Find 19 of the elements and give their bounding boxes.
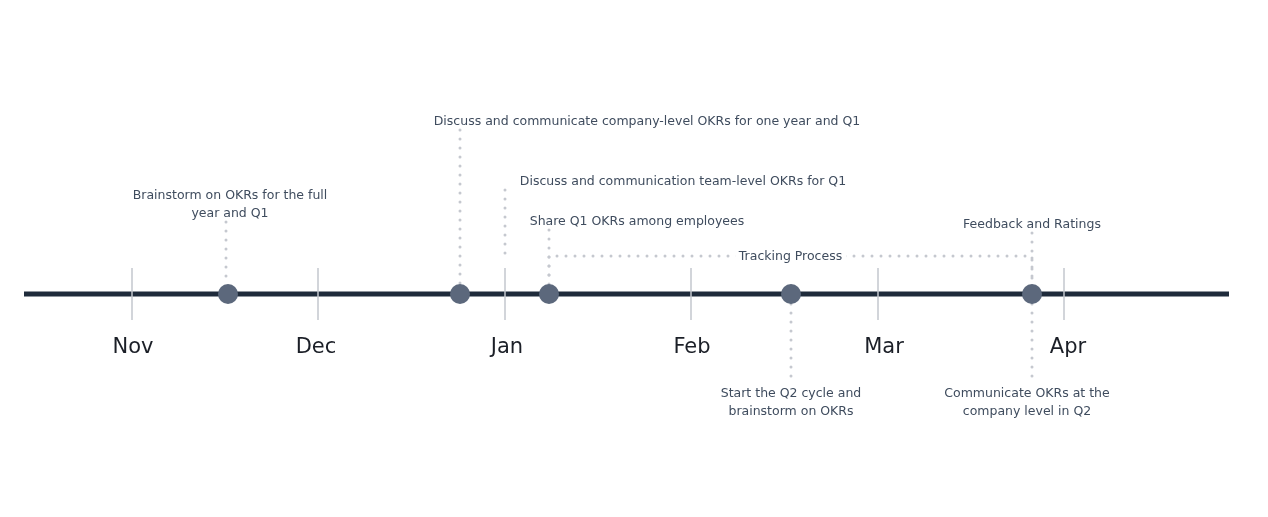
month-label: Feb	[673, 334, 711, 358]
milestone-text: Start the Q2 cycle and brainstorm on OKRs	[711, 384, 871, 420]
milestone-dot	[450, 284, 470, 304]
milestone-text: Brainstorm on OKRs for the full year and Q1	[125, 186, 335, 222]
month-label: Nov	[112, 334, 154, 358]
milestone-dot	[781, 284, 801, 304]
milestone-dot	[1022, 284, 1042, 304]
milestone-text: Share Q1 OKRs among employees	[522, 212, 752, 230]
milestone-text: Communicate OKRs at the company level in Q2	[937, 384, 1117, 420]
month-label: Dec	[295, 334, 337, 358]
month-label: Mar	[864, 334, 904, 358]
milestone-text: Discuss and communication team-level OKRs for Q1	[503, 172, 863, 190]
month-label: Jan	[490, 334, 524, 358]
milestone-dot	[539, 284, 559, 304]
milestone-text: Discuss and communicate company-level OKRs for one year and Q1	[427, 112, 867, 130]
edge-label: Tracking Process	[734, 248, 847, 264]
milestone-text: Feedback and Ratings	[947, 215, 1117, 233]
milestone-dot	[218, 284, 238, 304]
month-label: Apr	[1049, 334, 1087, 358]
